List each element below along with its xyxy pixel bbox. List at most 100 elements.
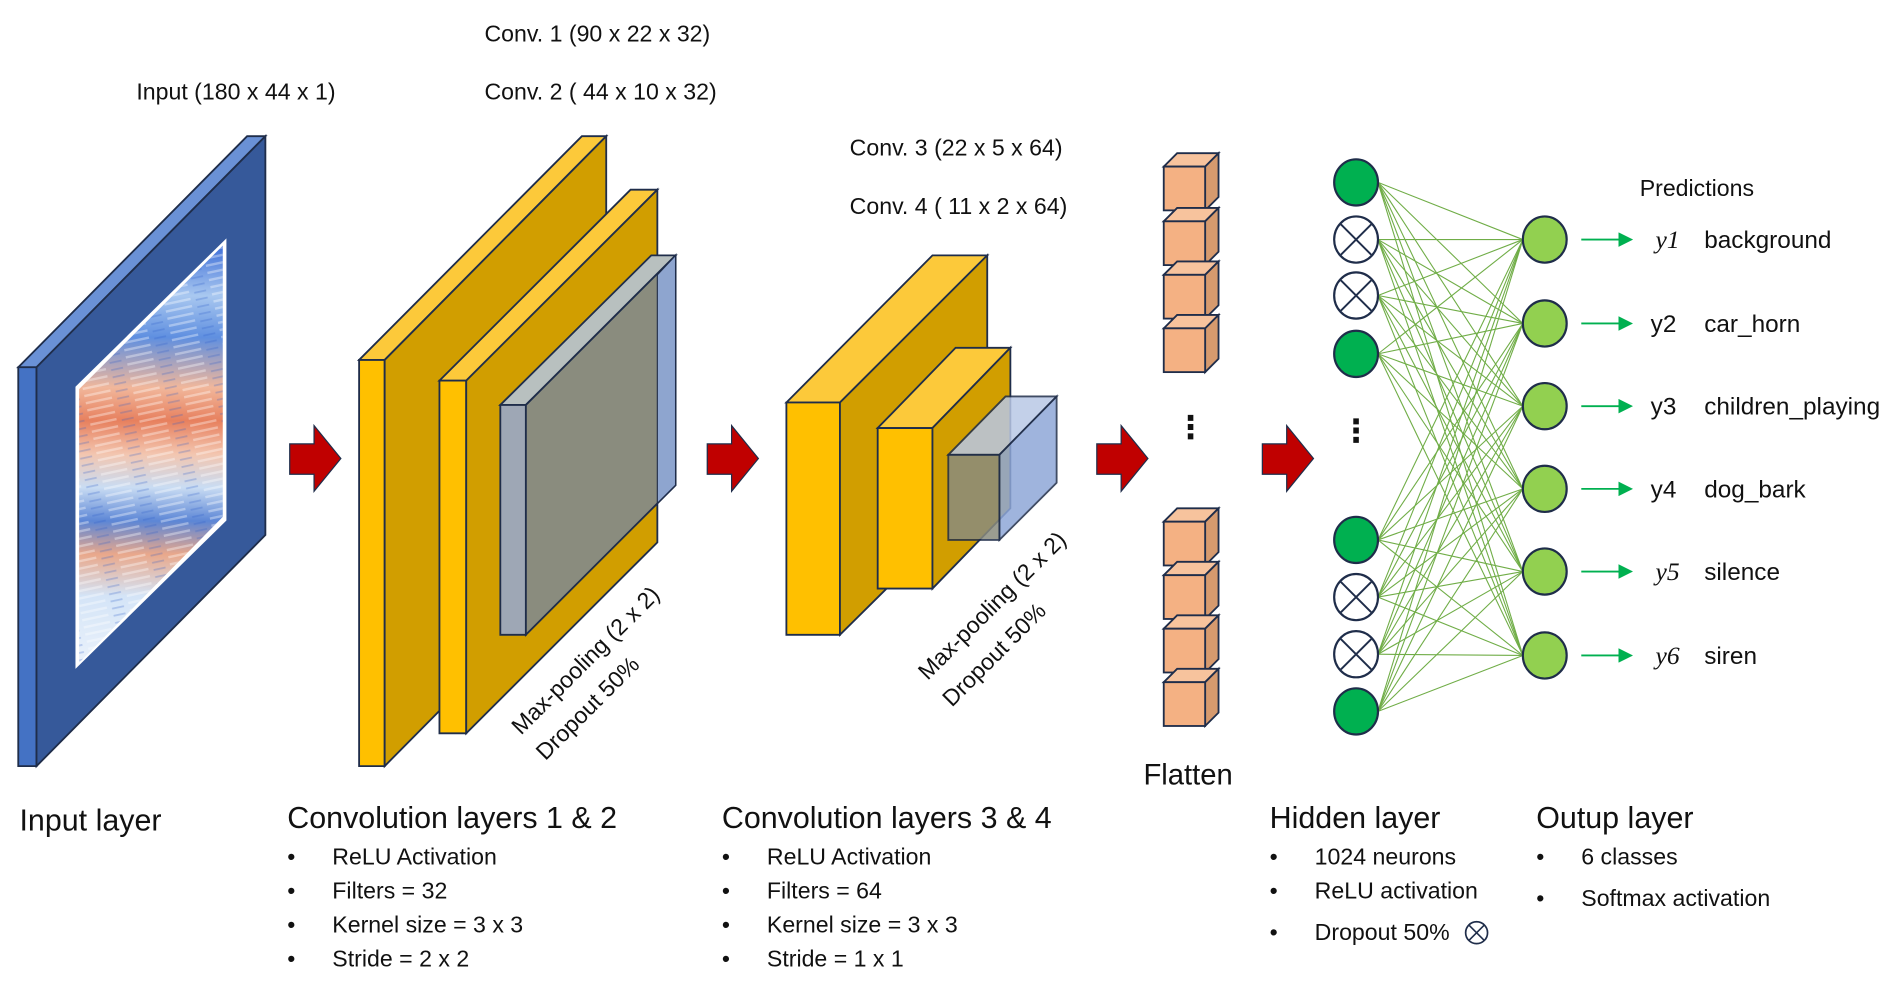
connection-edge [1377,239,1524,655]
section-conv12: Convolution layers 1 & 2 •ReLU Activatio… [287,801,617,972]
section-bullet-item: • Filters = 32 [287,878,447,904]
connection-edge [1377,488,1524,655]
dropped-neuron-icon [1333,215,1380,264]
connection-edge [1377,571,1523,598]
connection-edge [1377,239,1524,712]
bullet-text: Kernel size = 3 x 3 [332,912,523,938]
hidden-neuron [1333,515,1380,565]
connection-edge [1377,323,1524,598]
bullet-text: ReLU Activation [767,844,932,870]
connection-edge [1377,323,1524,712]
prediction-item: y6 siren [1581,641,1757,670]
bullet-text: Kernel size = 3 x 3 [767,912,958,938]
bullet-text: Dropout 50% [1315,919,1450,945]
section-bullet-item: •Stride = 2 x 2 [287,946,469,972]
prediction-class-label: car_horn [1704,311,1800,338]
section-bullet-item: •Kernel size = 3 x 3 [287,912,523,938]
connection-edge [1377,405,1524,541]
hidden-layer-nodes [1333,158,1380,736]
section-bullet-item: •Dropout 50% [1270,919,1489,945]
prediction-class-label: children_playing [1704,394,1880,421]
flatten-ellipsis: ⋮ [1175,409,1207,445]
flatten-cube [1161,312,1221,375]
bullet-text: Softmax activation [1581,885,1770,911]
output-neuron [1521,464,1568,514]
prediction-symbol: y6 [1653,641,1680,670]
connection-edge [1377,539,1523,573]
connection-edge [1377,488,1524,712]
bullet: • [287,878,295,904]
prediction-symbol: y4 [1651,476,1677,503]
input-layer-block [16,133,268,769]
connection-edge [1377,653,1523,656]
flatten-cube [1161,205,1221,268]
dropout-icon [1464,920,1489,945]
bullet: • [287,844,295,870]
bullet-text: Stride = 1 x 1 [767,946,904,972]
connection-edge [1377,323,1524,541]
input-dims-label: Input (180 x 44 x 1) [136,79,335,105]
flow-arrow-icon [1096,423,1149,493]
connection-edge [1377,654,1524,712]
dropped-neuron-icon [1333,630,1380,679]
section-title: Convolution layers 1 & 2 [287,801,617,835]
flow-arrow-icon [1261,423,1315,493]
connection-edge [1377,239,1524,541]
flatten-cube [1161,259,1221,321]
bullet: • [1270,844,1278,870]
conv12-block: Max-pooling (2 x 2) Dropout 50% [356,133,678,769]
section-input: Input layer [19,804,161,838]
output-neuron [1521,299,1568,348]
connection-edge [1377,405,1524,655]
spectrogram-image [75,238,227,669]
conv4-dims-label: Conv. 4 ( 11 x 2 x 64) [850,193,1068,219]
connection-edge [1377,181,1524,241]
bullet-text: 6 classes [1581,844,1677,870]
conv1-side-face [358,359,386,768]
output-neuron [1521,547,1568,596]
section-title: Hidden layer [1270,801,1441,835]
prediction-class-label: silence [1704,559,1780,586]
dropped-neuron-icon [1333,572,1380,622]
flow-arrow-icon [706,423,760,493]
conv2-side-face [438,379,468,735]
conv3-dims-label: Conv. 3 (22 x 5 x 64) [850,135,1063,161]
pool2-front-face [947,453,1001,541]
bullet-text: 1024 neurons [1315,844,1456,870]
bullet-text: Filters = 32 [332,878,447,904]
flatten-cube [1161,506,1221,568]
connection-edge [1377,571,1524,712]
hidden-neuron [1333,158,1380,207]
section-bullet-item: •Stride = 1 x 1 [722,946,904,972]
connection-edge [1377,353,1524,656]
prediction-item: y5 silence [1581,557,1780,586]
conv2-dims-label: Conv. 2 ( 44 x 10 x 32) [484,79,716,105]
section-title: Convolution layers 3 & 4 [722,801,1052,835]
section-bullet-item: •ReLU Activation [722,844,932,870]
section-bullet-item: •Kernel size = 3 x 3 [722,912,958,938]
prediction-symbol: y5 [1653,557,1680,586]
bullet: • [1270,878,1278,904]
connection-edge [1377,239,1524,355]
output-neuron [1521,215,1568,264]
connection-edge [1377,596,1524,656]
connection-edge [1377,488,1524,598]
prediction-class-label: siren [1704,643,1757,670]
connection-edge [1377,323,1524,655]
prediction-symbol: y2 [1651,311,1677,338]
connection-edge [1377,539,1524,656]
section-bullet-item: •ReLU activation [1270,878,1478,904]
pool1-side-face [499,404,527,636]
prediction-item: y2 car_horn [1581,311,1800,338]
bullet-text: Filters = 64 [767,878,882,904]
output-neuron [1521,381,1568,431]
flatten-cube [1161,151,1221,213]
section-bullet-item: • 6 classes [1536,844,1677,870]
flatten-cube [1161,613,1221,675]
bullet: • [1536,844,1544,870]
connection-edge [1377,353,1524,490]
connection-edge [1377,405,1524,712]
conv1-dims-label: Conv. 1 (90 x 22 x 32) [484,20,710,46]
